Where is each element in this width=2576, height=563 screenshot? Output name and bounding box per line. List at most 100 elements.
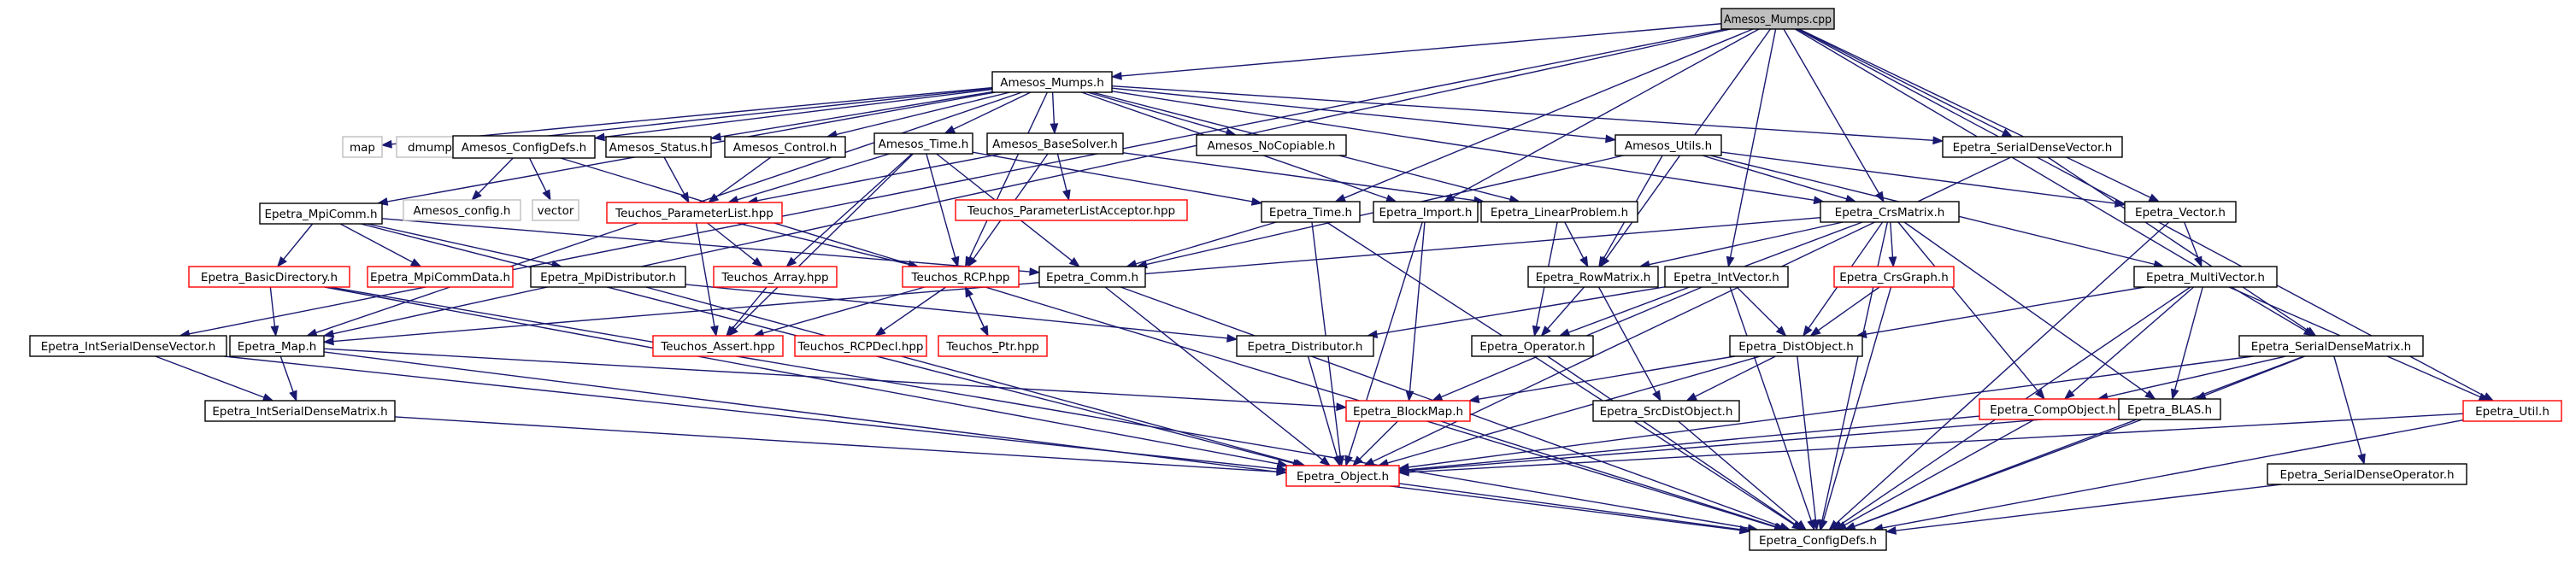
- node-box: [902, 266, 1020, 288]
- edge-line: [968, 295, 989, 337]
- node-label: Epetra_Distributor.h: [1248, 340, 1363, 354]
- node-box: [986, 132, 1124, 155]
- edge-epetra-object-to-epetra-configdefs: [1398, 483, 1751, 534]
- node-epetra-distributor[interactable]: Epetra_Distributor.h: [1236, 335, 1374, 357]
- edge-line: [2047, 156, 2308, 331]
- node-teuchos-rcp[interactable]: Teuchos_RCP.hpp: [902, 266, 1020, 288]
- edge-arrowhead: [2148, 193, 2161, 202]
- edge-arrowhead: [1652, 390, 1661, 402]
- edge-line: [645, 286, 1297, 464]
- edge-arrowhead: [950, 255, 960, 268]
- node-label: Amesos_Time.h: [879, 138, 969, 151]
- node-amesos-nocopiable[interactable]: Amesos_NoCopiable.h: [1196, 134, 1347, 156]
- edge-arrowhead: [1819, 519, 1828, 531]
- node-amesos-control[interactable]: Amesos_Control.h: [724, 136, 846, 158]
- node-epetra-mpidistributor[interactable]: Epetra_MpiDistributor.h: [530, 266, 686, 288]
- node-root[interactable]: Amesos_Mumps.cpp: [1720, 8, 1835, 30]
- node-epetra-serialdensematrix[interactable]: Epetra_SerialDenseMatrix.h: [2238, 335, 2424, 357]
- edge-line: [737, 222, 909, 266]
- node-epetra-mpicomm[interactable]: Epetra_MpiComm.h: [259, 202, 383, 225]
- node-box: [652, 335, 784, 357]
- node-epetra-serialdensevector[interactable]: Epetra_SerialDenseVector.h: [1942, 136, 2123, 158]
- node-label: Epetra_SerialDenseMatrix.h: [2251, 340, 2411, 354]
- node-teuchos-parameterlist[interactable]: Teuchos_ParameterList.hpp: [606, 202, 783, 224]
- node-label: Epetra_CompObject.h: [1990, 403, 2116, 417]
- edge-line: [1547, 286, 1585, 330]
- node-amesos-mumps-h[interactable]: Amesos_Mumps.h: [991, 71, 1113, 93]
- edge-line: [1720, 151, 2116, 204]
- node-epetra-util[interactable]: Epetra_Util.h: [2462, 400, 2562, 422]
- edge-line: [381, 218, 1031, 273]
- node-label: Epetra_CrsGraph.h: [1839, 271, 1949, 284]
- node-label: Epetra_SerialDenseVector.h: [1953, 141, 2113, 155]
- node-amesos-utils[interactable]: Amesos_Utils.h: [1614, 134, 1722, 156]
- node-epetra-linearproblem[interactable]: Epetra_LinearProblem.h: [1480, 201, 1638, 223]
- node-epetra-crsmatrix[interactable]: Epetra_CrsMatrix.h: [1820, 201, 1960, 223]
- edge-arrowhead: [1319, 455, 1332, 466]
- node-amesos-basesolver[interactable]: Amesos_BaseSolver.h: [986, 132, 1124, 155]
- node-label: Epetra_IntVector.h: [1673, 271, 1779, 284]
- node-epetra-intserialdensematrix[interactable]: Epetra_IntSerialDenseMatrix.h: [204, 400, 396, 422]
- edge-line: [279, 355, 294, 392]
- node-teuchos-ptr[interactable]: Teuchos_Ptr.hpp: [938, 335, 1048, 357]
- node-box: [2133, 266, 2278, 288]
- edge-epetra-serialdensevector-to-epetra-serialdensematrix: [2047, 156, 2317, 337]
- edge-epetra-vector-to-epetra-multivector: [2184, 221, 2203, 268]
- node-epetra-intvector[interactable]: Epetra_IntVector.h: [1664, 266, 1789, 288]
- node-epetra-intserialdensevector[interactable]: Epetra_IntSerialDenseVector.h: [29, 335, 227, 357]
- node-epetra-distobject[interactable]: Epetra_DistObject.h: [1729, 335, 1863, 357]
- node-epetra-serialdenseoperator[interactable]: Epetra_SerialDenseOperator.h: [2267, 463, 2467, 485]
- node-label: Epetra_Util.h: [2475, 405, 2550, 419]
- node-epetra-blas[interactable]: Epetra_BLAS.h: [2118, 398, 2221, 420]
- node-epetra-object[interactable]: Epetra_Object.h: [1285, 465, 1400, 487]
- edge-arrowhead: [2305, 326, 2317, 337]
- node-epetra-multivector[interactable]: Epetra_MultiVector.h: [2133, 266, 2278, 288]
- edge-epetra-util-to-epetra-object: [1397, 413, 2464, 477]
- node-epetra-compobject[interactable]: Epetra_CompObject.h: [1979, 398, 2127, 420]
- node-teuchos-assert[interactable]: Teuchos_Assert.hpp: [652, 335, 784, 357]
- node-box: [1820, 201, 1960, 223]
- edge-arrowhead: [726, 325, 737, 337]
- node-epetra-map[interactable]: Epetra_Map.h: [229, 335, 325, 357]
- node-epetra-mpicommdata[interactable]: Epetra_MpiCommData.h: [367, 266, 514, 288]
- node-epetra-configdefs[interactable]: Epetra_ConfigDefs.h: [1749, 529, 1887, 551]
- edge-line: [391, 86, 993, 145]
- node-teuchos-parameterlistacceptor[interactable]: Teuchos_ParameterListAcceptor.hpp: [955, 199, 1188, 221]
- node-box: [204, 400, 396, 422]
- edge-epetra-map-to-epetra-intserialdensematrix: [279, 355, 297, 402]
- edge-line: [269, 286, 276, 327]
- edge-line: [339, 223, 413, 263]
- edge-arrowhead: [707, 193, 720, 203]
- node-box: [1196, 134, 1347, 156]
- node-epetra-srcdistobject[interactable]: Epetra_SrcDistObject.h: [1592, 400, 1740, 422]
- node-epetra-comm[interactable]: Epetra_Comm.h: [1038, 266, 1146, 288]
- edge-line: [1890, 221, 1894, 258]
- edge-line: [1695, 355, 1776, 397]
- node-epetra-vector[interactable]: Epetra_Vector.h: [2124, 201, 2237, 223]
- edge-amesos-time-to-teuchos-parameterlist: [726, 153, 890, 204]
- edge-line: [1398, 483, 1741, 531]
- node-teuchos-array[interactable]: Teuchos_Array.hpp: [713, 266, 838, 288]
- node-epetra-basicdirectory[interactable]: Epetra_BasicDirectory.h: [188, 266, 350, 288]
- node-epetra-import[interactable]: Epetra_Import.h: [1373, 201, 1479, 223]
- node-amesos-status[interactable]: Amesos_Status.h: [605, 136, 712, 158]
- node-epetra-crsgraph[interactable]: Epetra_CrsGraph.h: [1833, 266, 1955, 288]
- node-epetra-blockmap[interactable]: Epetra_BlockMap.h: [1345, 400, 1471, 422]
- node-label: Teuchos_ParameterList.hpp: [615, 207, 773, 220]
- node-label: Amesos_ConfigDefs.h: [462, 141, 586, 155]
- edge-line: [1408, 355, 2254, 468]
- edge-epetra-mpicomm-to-epetra-basicdirectory: [276, 223, 314, 268]
- edge-arrowhead: [1605, 134, 1617, 144]
- node-box: [452, 135, 596, 159]
- node-epetra-rowmatrix[interactable]: Epetra_RowMatrix.h: [1527, 266, 1659, 288]
- node-amesos-configdefs[interactable]: Amesos_ConfigDefs.h: [452, 135, 596, 159]
- edge-arrowhead: [1932, 136, 1944, 145]
- edge-arrowhead: [289, 390, 297, 402]
- edge-arrowhead: [1431, 392, 1444, 402]
- node-epetra-time[interactable]: Epetra_Time.h: [1261, 201, 1361, 223]
- node-teuchos-rcpdecl[interactable]: Teuchos_RCPDecl.hpp: [794, 335, 927, 357]
- node-amesos-time[interactable]: Amesos_Time.h: [873, 132, 973, 155]
- node-epetra-operator[interactable]: Epetra_Operator.h: [1471, 335, 1594, 357]
- edge-line: [685, 284, 1228, 339]
- edge-arrowhead: [1685, 392, 1697, 402]
